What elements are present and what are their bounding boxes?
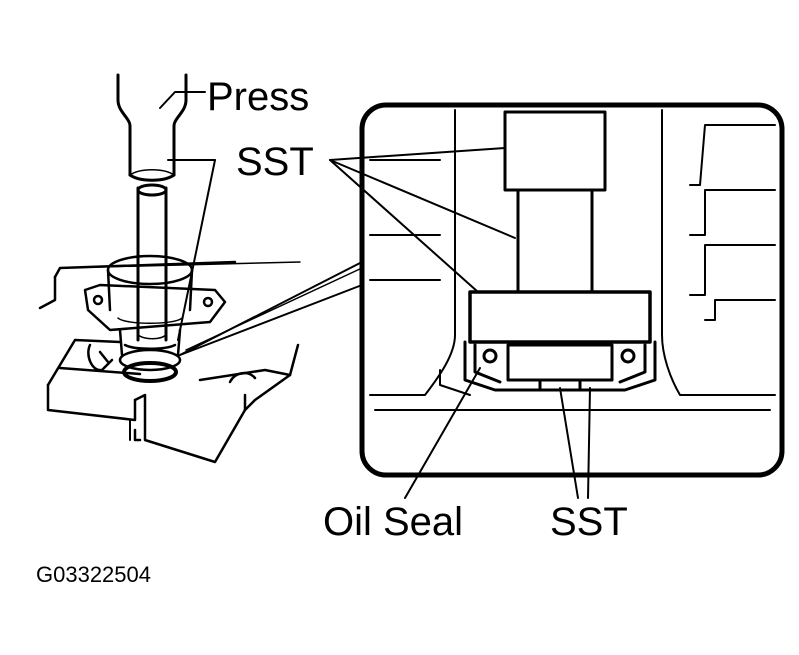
detail-oil-seal	[463, 340, 657, 392]
detail-sst	[468, 110, 652, 344]
callout-lines	[179, 261, 363, 356]
sst-label-top: SST	[236, 140, 314, 184]
press-ram	[116, 73, 188, 182]
detail-leader-lines	[329, 147, 591, 499]
detail-frame	[359, 102, 785, 478]
press-label: Press	[207, 75, 309, 119]
housing	[83, 254, 227, 383]
work-blocks	[38, 260, 301, 464]
sst-label-bottom: SST	[550, 500, 628, 544]
oil-seal-label: Oil Seal	[323, 500, 463, 544]
detail-walls	[369, 109, 776, 411]
left-leader-lines	[159, 91, 216, 341]
press-and-housing-illustration	[38, 73, 363, 464]
detail-inset	[329, 102, 785, 499]
figure-code: G03322504	[36, 562, 151, 587]
sst-tool-bar	[136, 183, 168, 342]
